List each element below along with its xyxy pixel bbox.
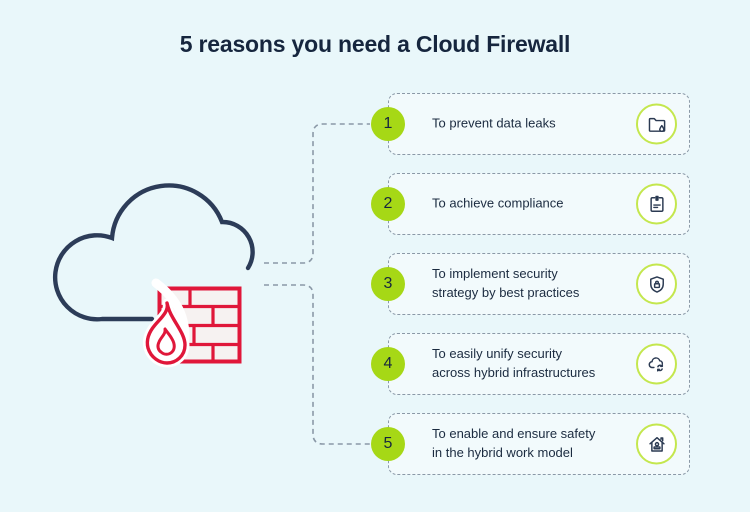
number-badge: 1 [371,107,405,141]
flame-icon [142,278,190,368]
cloud-sync-icon [636,343,677,385]
shield-lock-icon [636,263,677,305]
reason-item-1: 1 To prevent data leaks [371,93,690,155]
reason-text: To enable and ensure safety in the hybri… [432,426,596,460]
reason-text: To implement security strategy by best p… [432,266,580,300]
reason-text: To achieve compliance [432,195,564,211]
reason-item-3: 3 To implement security strategy by best… [371,253,690,315]
number-badge: 3 [371,267,405,301]
compliance-document-icon [636,183,677,225]
reason-item-2: 2 To achieve compliance [371,173,690,235]
number-badge: 5 [371,427,405,461]
home-office-icon [636,423,677,465]
connector-lines [264,123,370,445]
reason-item-4: 4 To easily unify security across hybrid… [371,333,690,395]
reason-item-5: 5 To enable and ensure safety in the hyb… [371,413,690,475]
folder-leak-icon [636,103,677,145]
number-badge: 2 [371,187,405,221]
cloud-icon [53,183,255,322]
reason-text: To easily unify security across hybrid i… [432,346,596,380]
reason-text: To prevent data leaks [432,115,556,131]
page-title: 5 reasons you need a Cloud Firewall [179,31,571,57]
number-badge: 4 [371,347,405,381]
